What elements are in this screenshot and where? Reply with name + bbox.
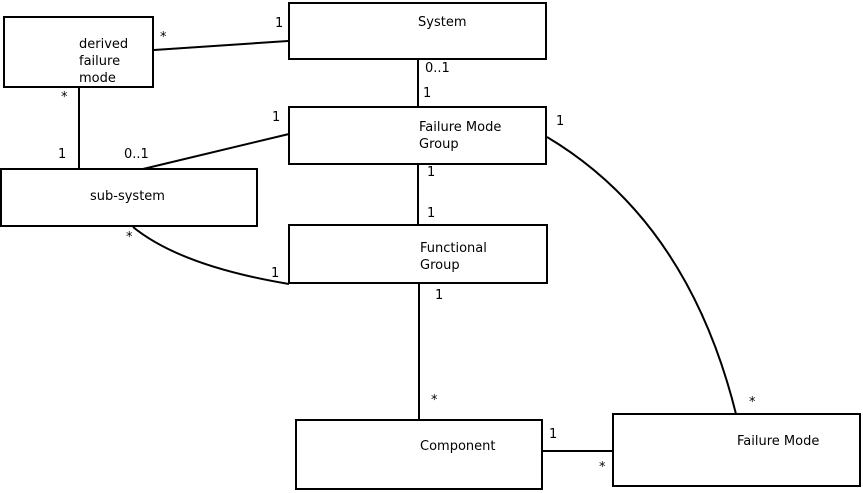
multiplicity-component-end-component-failuremode: 1 xyxy=(549,427,558,442)
multiplicity-fmg-end-system-fmg: 1 xyxy=(423,86,432,101)
entity-functional-group xyxy=(288,224,548,284)
entity-sub-system xyxy=(0,168,258,227)
entity-failure-mode xyxy=(612,413,861,487)
entity-label-failure-mode: Failure Mode xyxy=(737,434,820,449)
entity-failure-mode-group xyxy=(288,106,547,165)
edge-failure-mode-group-failure-mode xyxy=(546,136,737,415)
multiplicity-component-end-functional-component: * xyxy=(431,393,438,408)
multiplicity-functional-end-functional-component: 1 xyxy=(435,288,444,303)
multiplicity-derived-end-derived-subsystem: * xyxy=(61,90,68,105)
multiplicity-derived-end-system-derived: * xyxy=(160,30,167,45)
multiplicity-failuremode-end-component-failuremode: * xyxy=(599,460,606,475)
entity-derived-failure-mode xyxy=(3,16,154,88)
multiplicity-functional-end-fmg-functional: 1 xyxy=(427,206,436,221)
multiplicity-subsystem-end-fmg-subsystem: 0..1 xyxy=(124,147,149,162)
edge-sub-system-functional-group xyxy=(132,226,290,285)
entity-label-system: System xyxy=(418,15,467,30)
entity-label-sub-system: sub-system xyxy=(90,189,165,204)
edge-failure-mode-group-sub-system xyxy=(142,133,290,170)
multiplicity-subsystem-end-subsystem-functional: * xyxy=(126,230,133,245)
multiplicity-subsystem-end-derived-subsystem: 1 xyxy=(58,147,67,162)
multiplicity-system-end-system-fmg: 0..1 xyxy=(425,61,450,76)
entity-component xyxy=(295,419,543,490)
entity-system xyxy=(288,2,547,60)
entity-label-derived-failure-mode: derived failure mode xyxy=(79,37,129,86)
multiplicity-fmg-end-fmg-failuremode: 1 xyxy=(556,114,565,129)
multiplicity-fmg-end-fmg-subsystem: 1 xyxy=(272,110,281,125)
multiplicity-system-end-system-derived: 1 xyxy=(275,16,284,31)
multiplicity-fmg-end-fmg-functional: 1 xyxy=(427,165,436,180)
edge-system-derived-failure-mode xyxy=(153,40,289,51)
entity-label-component: Component xyxy=(420,439,496,454)
multiplicity-failuremode-end-fmg-failuremode: * xyxy=(749,395,756,410)
entity-label-failure-mode-group: Failure Mode Group xyxy=(419,120,502,152)
multiplicity-functional-end-subsystem-functional: 1 xyxy=(271,266,280,281)
entity-label-functional-group: Functional Group xyxy=(420,241,487,273)
